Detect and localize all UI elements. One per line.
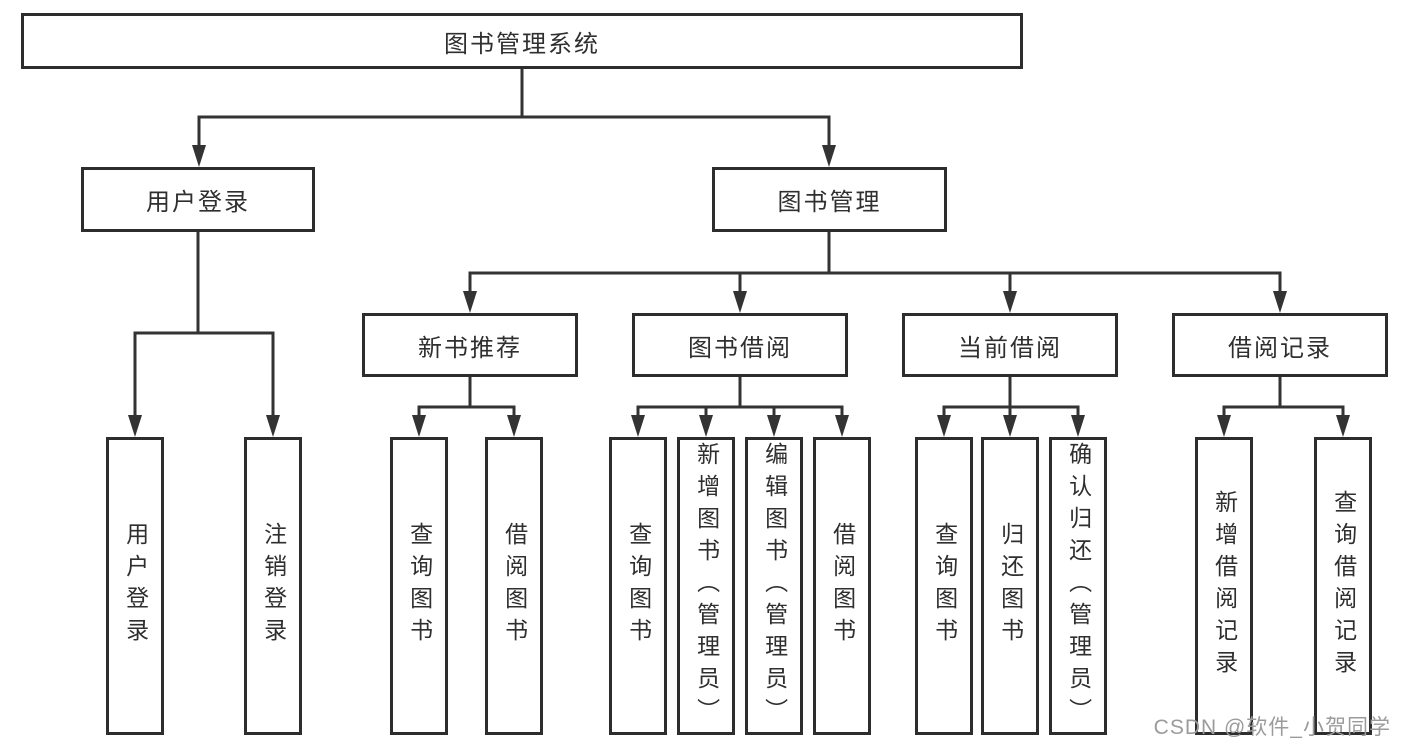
- arrowhead-down-icon: [835, 415, 849, 437]
- node-root: 图书管理系统: [21, 13, 1023, 69]
- leaf-bb-add-books-admin-label: 新增图书（管理员）: [693, 442, 720, 730]
- node-new-book-recommend: 新书推荐: [362, 313, 578, 377]
- leaf-nbr-borrow-books-label: 借阅图书: [501, 522, 528, 650]
- node-user-login-label: 用户登录: [146, 189, 250, 216]
- arrowhead-down-icon: [822, 145, 836, 167]
- arrowhead-down-icon: [1336, 415, 1350, 437]
- arrowhead-down-icon: [1273, 291, 1287, 313]
- leaf-logout: 注销登录: [244, 437, 302, 735]
- arrowhead-down-icon: [192, 145, 206, 167]
- arrowhead-down-icon: [1071, 415, 1085, 437]
- arrowhead-down-icon: [128, 415, 142, 437]
- node-current-borrow-label: 当前借阅: [958, 334, 1062, 362]
- node-current-borrow: 当前借阅: [902, 313, 1118, 377]
- node-new-book-recommend-label: 新书推荐: [418, 334, 522, 362]
- node-borrow-records-label: 借阅记录: [1228, 334, 1332, 362]
- leaf-bb-add-books-admin: 新增图书（管理员）: [677, 437, 735, 735]
- leaf-cb-confirm-return-admin-label: 确认归还（管理员）: [1065, 442, 1092, 730]
- leaf-bb-borrow-books-label: 借阅图书: [829, 522, 856, 650]
- node-borrow-records: 借阅记录: [1172, 313, 1388, 377]
- arrowhead-down-icon: [937, 415, 951, 437]
- leaf-user-login-label: 用户登录: [122, 522, 149, 650]
- node-book-borrow-label: 图书借阅: [688, 334, 792, 362]
- arrowhead-down-icon: [1217, 415, 1231, 437]
- leaf-bb-edit-books-admin-label: 编辑图书（管理员）: [761, 442, 788, 730]
- arrowhead-down-icon: [733, 291, 747, 313]
- leaf-nbr-query-books-label: 查询图书: [406, 522, 433, 650]
- node-book-management-label: 图书管理: [777, 189, 882, 216]
- leaf-bb-borrow-books: 借阅图书: [813, 437, 871, 735]
- leaf-cb-return-books-label: 归还图书: [997, 522, 1024, 650]
- node-book-management: 图书管理: [712, 167, 947, 232]
- leaf-nbr-borrow-books: 借阅图书: [485, 437, 543, 735]
- arrowhead-down-icon: [699, 415, 713, 437]
- leaf-cb-confirm-return-admin: 确认归还（管理员）: [1049, 437, 1107, 735]
- arrowhead-down-icon: [266, 415, 280, 437]
- arrowhead-down-icon: [631, 415, 645, 437]
- leaf-br-query-record: 查询借阅记录: [1314, 437, 1372, 735]
- arrowhead-down-icon: [767, 415, 781, 437]
- arrowhead-down-icon: [1003, 291, 1017, 313]
- watermark: CSDN @软件_小贺同学: [1153, 716, 1391, 739]
- leaf-bb-edit-books-admin: 编辑图书（管理员）: [745, 437, 803, 735]
- leaf-bb-query-books: 查询图书: [609, 437, 667, 735]
- arrowhead-down-icon: [1003, 415, 1017, 437]
- leaf-cb-query-books-label: 查询图书: [931, 522, 958, 650]
- leaf-bb-query-books-label: 查询图书: [625, 522, 652, 650]
- node-root-label: 图书管理系统: [444, 30, 600, 58]
- leaf-cb-return-books: 归还图书: [981, 437, 1039, 735]
- leaf-logout-label: 注销登录: [260, 522, 287, 650]
- leaf-user-login: 用户登录: [106, 437, 164, 735]
- arrowhead-down-icon: [412, 415, 426, 437]
- leaf-br-query-record-label: 查询借阅记录: [1330, 490, 1357, 682]
- node-user-login: 用户登录: [81, 167, 315, 232]
- leaf-br-add-record: 新增借阅记录: [1195, 437, 1253, 735]
- leaf-br-add-record-label: 新增借阅记录: [1211, 490, 1238, 682]
- arrowhead-down-icon: [463, 291, 477, 313]
- leaf-cb-query-books: 查询图书: [915, 437, 973, 735]
- leaf-nbr-query-books: 查询图书: [390, 437, 448, 735]
- node-book-borrow: 图书借阅: [632, 313, 848, 377]
- arrowhead-down-icon: [507, 415, 521, 437]
